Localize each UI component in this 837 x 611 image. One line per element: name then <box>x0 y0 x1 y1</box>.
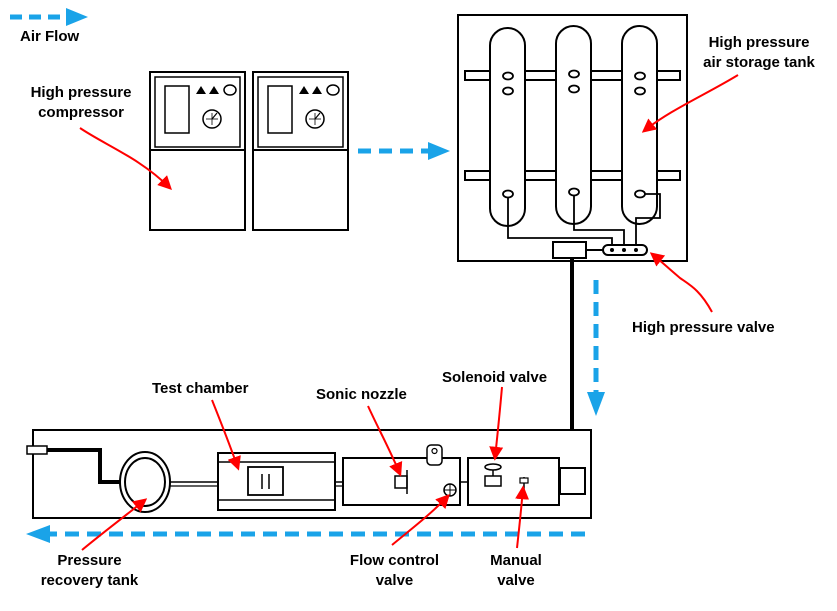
flow-arrow-return <box>26 525 585 543</box>
legend-label: Air Flow <box>20 28 80 45</box>
flow-arrow-down <box>587 280 605 416</box>
pointer-compressor <box>79 127 172 190</box>
compressor-unit-1 <box>149 71 246 231</box>
pointer-recovery-tank <box>81 498 148 551</box>
pointer-solenoid-valve <box>489 386 504 461</box>
hp-valve-assembly <box>552 241 648 259</box>
pointer-test-chamber <box>211 399 241 471</box>
pointer-manual-valve <box>515 485 530 549</box>
label-compressor: High pressure compressor <box>30 84 132 121</box>
pointer-lines <box>79 74 739 551</box>
outlet-port <box>26 445 120 484</box>
pointer-storage-tank <box>641 74 739 133</box>
pointer-hp-valve <box>649 252 713 313</box>
label-recovery-tank: Pressure recovery tank <box>40 552 139 589</box>
label-sonic-nozzle: Sonic nozzle <box>316 386 407 403</box>
label-flow-control-valve: Flow control valve <box>349 552 440 589</box>
label-manual-valve: Manual valve <box>490 552 542 589</box>
label-test-chamber: Test chamber <box>152 380 249 397</box>
pointer-flow-control-valve <box>391 493 450 546</box>
flow-arrow-to-tank <box>358 142 450 160</box>
compressor-unit-2 <box>252 71 349 231</box>
label-solenoid-valve: Solenoid valve <box>442 369 548 386</box>
tank-piping <box>507 193 661 248</box>
valve-section <box>467 457 586 506</box>
label-hp-valve: High pressure valve <box>632 319 775 336</box>
recovery-tank <box>119 451 171 513</box>
legend-flow-arrow <box>10 8 88 26</box>
pointer-sonic-nozzle <box>367 405 403 477</box>
storage-tank-frame <box>457 14 688 262</box>
label-storage-tank: High pressure air storage tank <box>703 34 815 71</box>
